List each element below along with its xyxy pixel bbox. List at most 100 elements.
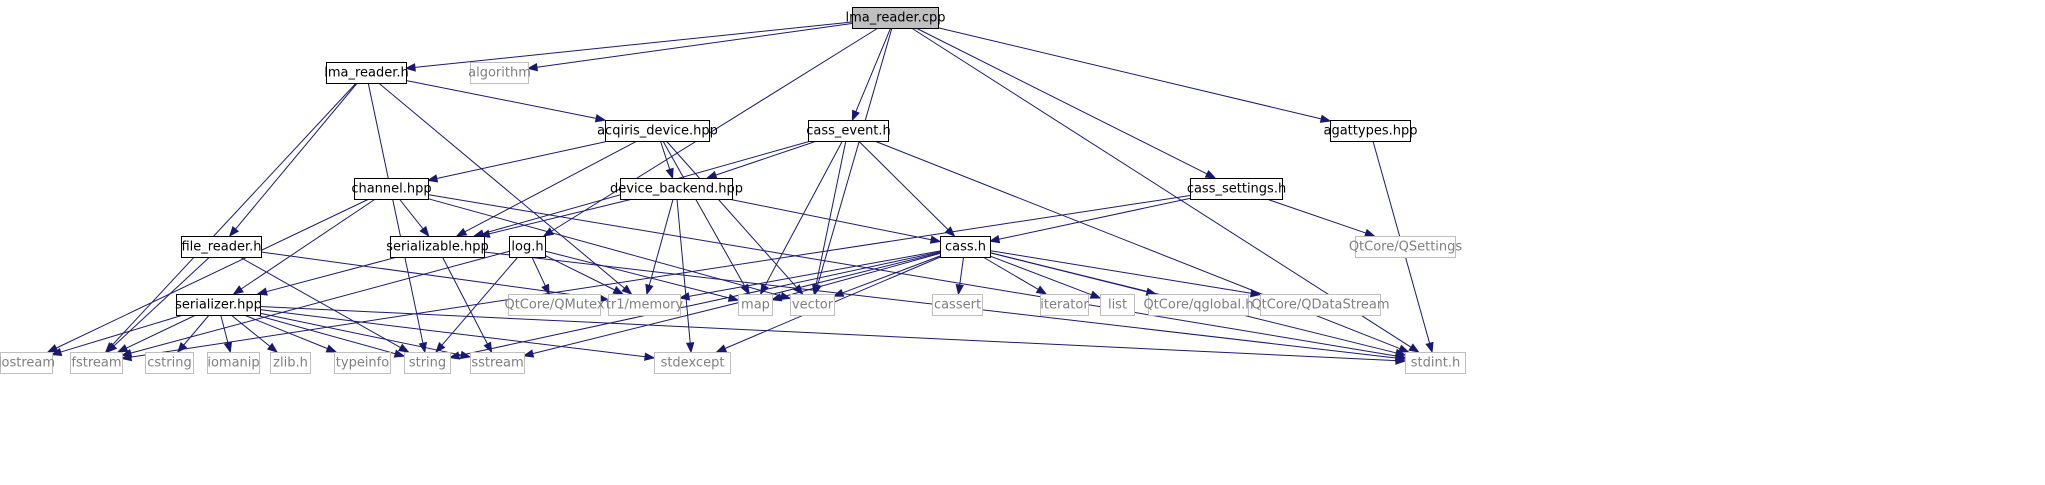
node-lma-reader-cpp[interactable]: lma_reader.cpp xyxy=(846,7,946,29)
arrowhead-log_h-to-map xyxy=(727,293,740,302)
arrowhead-lma_reader_cpp-to-algorithm xyxy=(526,62,538,72)
node-label: device_backend.hpp xyxy=(610,182,743,197)
node-label: file_reader.h xyxy=(181,240,261,255)
node-label: log.h xyxy=(511,240,543,255)
arrowhead-lma_reader_h-to-acqiris_device_hpp xyxy=(594,114,607,123)
node-zlib-h: zlib.h xyxy=(270,352,311,374)
arrowhead-log_h-to-string xyxy=(435,342,446,354)
edge-lma_reader_cpp-to-agattypes_hpp xyxy=(937,27,1322,120)
arrowhead-serializer_hpp-to-iostream xyxy=(50,347,63,356)
arrowhead-serializer_hpp-to-fstream xyxy=(116,344,129,353)
arrowhead-device_backend_hpp-to-tr1_memory xyxy=(645,283,654,296)
arrowhead-channel_hpp-to-iostream xyxy=(46,344,59,353)
node-box xyxy=(508,294,601,316)
node-string: string xyxy=(404,352,451,374)
node-qglobal: QtCore/qglobal.h xyxy=(1143,294,1254,316)
node-label: agattypes.hpp xyxy=(1324,124,1418,139)
node-serializer-hpp[interactable]: serializer.hpp xyxy=(175,294,262,316)
graph-edges xyxy=(46,21,1434,365)
node-box xyxy=(334,352,391,374)
node-label: serializable.hpp xyxy=(386,240,488,255)
arrowhead-channel_hpp-to-serializer_hpp xyxy=(232,285,244,295)
edge-lma_reader_cpp-to-stdint_h xyxy=(911,27,1412,348)
node-box xyxy=(470,352,525,374)
node-label: cstring xyxy=(147,356,191,371)
node-label: stdint.h xyxy=(1411,356,1460,371)
edge-file_reader_h-to-tr1_memory xyxy=(260,251,600,299)
arrowhead-lma_reader_h-to-tr1_memory xyxy=(621,284,633,295)
edge-cass_h-to-map xyxy=(780,252,941,298)
node-box xyxy=(605,120,710,142)
node-label: lma_reader.cpp xyxy=(846,11,946,26)
node-label: cassert xyxy=(934,298,981,313)
arrowhead-cass_settings_h-to-qsettings xyxy=(1364,228,1376,237)
node-box xyxy=(738,294,773,316)
arrowhead-cass_h-to-cassert xyxy=(955,284,964,296)
edge-serializer_hpp-to-zlib_h xyxy=(230,314,271,347)
node-tr1-memory: tr1/memory xyxy=(606,294,684,316)
edge-cass_h-to-cassert xyxy=(959,256,965,286)
node-file-reader-h[interactable]: file_reader.h xyxy=(181,236,262,258)
node-box xyxy=(354,178,429,200)
node-box xyxy=(932,294,983,316)
edge-lma_reader_h-to-string xyxy=(367,82,424,344)
arrowhead-cass_settings_h-to-cass_h xyxy=(988,235,1001,244)
node-box xyxy=(326,62,407,84)
edge-log_h-to-fstream xyxy=(130,250,510,354)
graph-nodes: lma_reader.cpp lma_reader.h algorithm acqir… xyxy=(0,7,1466,374)
edge-lma_reader_cpp-to-algorithm xyxy=(536,22,853,68)
edge-acqiris_device_hpp-to-device_backend_hpp xyxy=(659,140,671,170)
node-fstream: fstream xyxy=(70,352,123,374)
node-box xyxy=(145,352,194,374)
edge-cass_settings_h-to-fstream xyxy=(130,195,1191,358)
edge-log_h-to-tr1_memory xyxy=(544,254,615,291)
edge-log_h-to-map xyxy=(544,250,730,299)
edge-lma_reader_h-to-file_reader_h xyxy=(235,82,358,230)
node-label: zlib.h xyxy=(273,356,308,371)
node-sstream: sstream xyxy=(470,352,525,374)
node-log-h[interactable]: log.h xyxy=(509,236,546,258)
edge-acqiris_device_hpp-to-vector xyxy=(665,140,798,288)
node-cass-event-h[interactable]: cass_event.h xyxy=(806,120,891,142)
node-label: channel.hpp xyxy=(351,182,431,197)
arrowhead-serializer_hpp-to-zlib_h xyxy=(266,342,279,353)
arrowhead-serializer_hpp-to-stdint_h xyxy=(1395,356,1407,365)
edge-lma_reader_cpp-to-cass_event_h xyxy=(855,27,892,112)
node-algorithm: algorithm xyxy=(468,62,531,84)
arrowhead-device_backend_hpp-to-stdexcept xyxy=(685,342,695,354)
node-box xyxy=(0,352,53,374)
node-box xyxy=(1040,294,1089,316)
node-box xyxy=(808,120,889,142)
node-cass-h[interactable]: cass.h xyxy=(940,236,991,258)
node-acqiris-device-hpp[interactable]: acqiris_device.hpp xyxy=(597,120,718,142)
arrowhead-serializer_hpp-to-cstring xyxy=(176,342,188,354)
node-serializable-hpp[interactable]: serializable.hpp xyxy=(386,236,489,258)
edge-cass_h-to-tr1_memory xyxy=(688,250,941,297)
edge-acqiris_device_hpp-to-map xyxy=(662,140,746,287)
edge-serializer_hpp-to-sstream xyxy=(259,312,462,356)
node-label: QtCore/QMutex xyxy=(504,298,604,313)
edge-serializer_hpp-to-iostream xyxy=(60,314,184,353)
node-channel-hpp[interactable]: channel.hpp xyxy=(351,178,432,200)
node-label: acqiris_device.hpp xyxy=(597,124,718,139)
node-cass-settings-h[interactable]: cass_settings.h xyxy=(1187,178,1286,200)
edge-cass_event_h-to-device_backend_hpp xyxy=(715,140,818,176)
node-device-backend-hpp[interactable]: device_backend.hpp xyxy=(610,178,743,200)
node-agattypes-hpp[interactable]: agattypes.hpp xyxy=(1324,120,1418,142)
arrowhead-log_h-to-tr1_memory xyxy=(612,285,625,295)
node-label: iterator xyxy=(1040,298,1089,313)
edge-cass_event_h-to-cass_h xyxy=(858,140,949,231)
edge-log_h-to-string xyxy=(441,256,519,346)
node-label: cass_settings.h xyxy=(1187,182,1286,197)
node-label: QtCore/QSettings xyxy=(1349,240,1463,255)
node-box xyxy=(940,236,991,258)
arrowhead-serializable_hpp-to-sstream xyxy=(483,341,493,354)
node-label: stdexcept xyxy=(661,356,725,371)
node-box xyxy=(1355,236,1456,258)
node-label: map xyxy=(741,298,770,313)
edge-cass_settings_h-to-qsettings xyxy=(1266,198,1367,234)
node-cassert: cassert xyxy=(932,294,983,316)
edge-device_backend_hpp-to-stdexcept xyxy=(676,198,691,344)
node-lma-reader-h[interactable]: lma_reader.h xyxy=(324,62,409,84)
node-list: list xyxy=(1100,294,1135,316)
